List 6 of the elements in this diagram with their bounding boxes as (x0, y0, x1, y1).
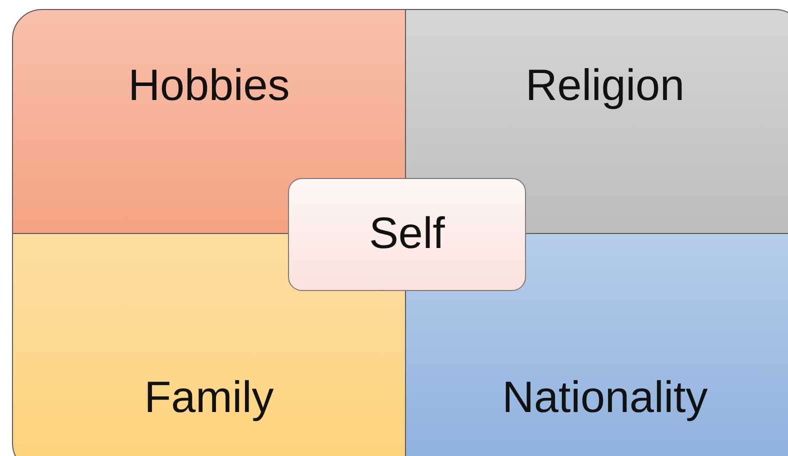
node-label: Hobbies (128, 62, 290, 110)
node-label: Religion (526, 62, 684, 110)
center-box (288, 178, 526, 291)
node-label: Nationality (502, 374, 708, 422)
node-label: Family (144, 374, 274, 422)
node-label: Self (369, 210, 445, 259)
